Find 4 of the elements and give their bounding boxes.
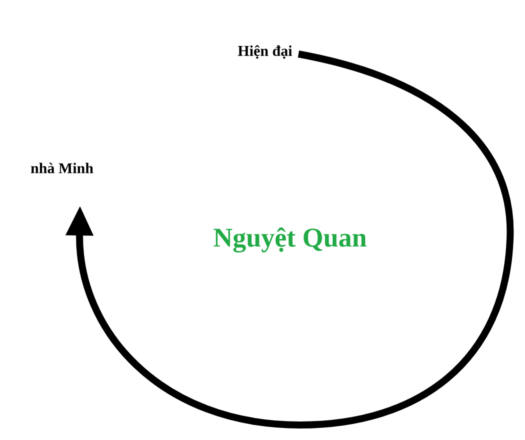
- title-text: Nguyệt Quan: [214, 228, 366, 252]
- text-label: nhà Minh: [30, 162, 94, 174]
- curved-arrow: [65, 50, 514, 428]
- text-label: Hiện đại: [238, 45, 292, 59]
